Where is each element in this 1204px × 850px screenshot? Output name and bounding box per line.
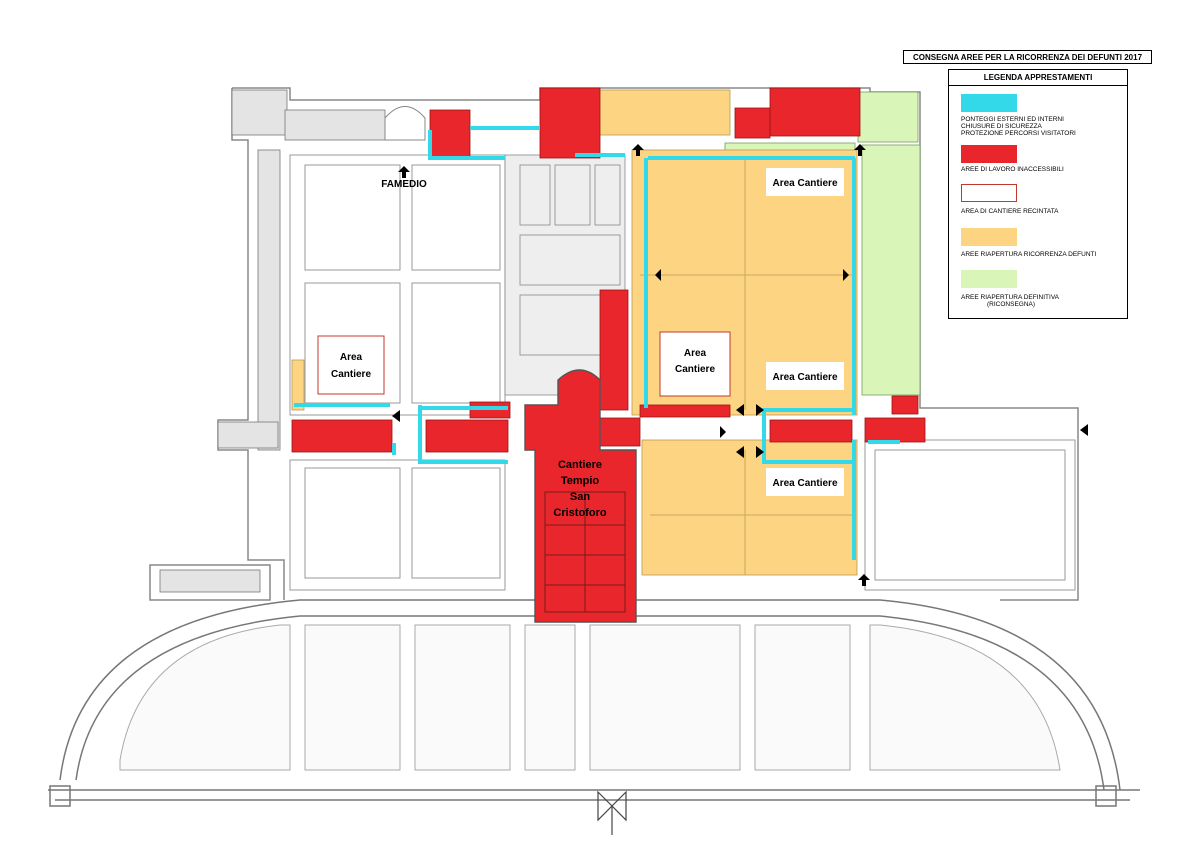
cantiere-white-boxes bbox=[766, 168, 844, 496]
work-area-boxes bbox=[317, 331, 731, 397]
yellow-area-grid bbox=[640, 158, 852, 575]
legend-swatch-inaccessible bbox=[961, 145, 1017, 163]
access-arrows bbox=[392, 144, 1088, 586]
entrance-gate bbox=[597, 790, 627, 835]
legend-text-reopen-defunti: AREE RIAPERTURA RICORRENZA DEFUNTI bbox=[961, 251, 1096, 258]
east-cloister bbox=[864, 439, 1076, 591]
legend-swatch-reopen-definitive bbox=[961, 270, 1017, 288]
label-area-cantiere-center-2: Cantiere bbox=[675, 364, 715, 375]
tempio-san-cristoforo bbox=[524, 369, 637, 623]
legend-swatch-fenced bbox=[961, 184, 1017, 202]
legend-line: AREE RIAPERTURA RICORRENZA DEFUNTI bbox=[961, 251, 1097, 258]
legend-line: PONTEGGI ESTERNI ED INTERNI bbox=[961, 116, 1064, 123]
label-tempio-3: San bbox=[570, 491, 590, 503]
legend: LEGENDA APPRESTAMENTI PONTEGGI ESTERNI E… bbox=[948, 69, 1128, 319]
label-tempio-4: Cristoforo bbox=[553, 507, 606, 519]
legend-line: CHIUSURE DI SICUREZZA bbox=[961, 123, 1042, 130]
legend-line: PROTEZIONE PERCORSI VISITATORI bbox=[961, 130, 1076, 137]
label-area-cantiere-center-1: Area bbox=[684, 348, 707, 359]
legend-line: AREA DI CANTIERE RECINTATA bbox=[961, 208, 1059, 215]
label-tempio-2: Tempio bbox=[561, 475, 600, 487]
label-area-cantiere-e: Area Cantiere bbox=[772, 372, 837, 383]
legend-text-fenced: AREA DI CANTIERE RECINTATA bbox=[961, 208, 1059, 215]
legend-swatch-reopen-defunti bbox=[961, 228, 1017, 246]
legend-text-scaffolding: PONTEGGI ESTERNI ED INTERNI CHIUSURE DI … bbox=[961, 116, 1076, 137]
label-area-cantiere-se: Area Cantiere bbox=[772, 478, 837, 489]
label-area-cantiere-west-2: Cantiere bbox=[331, 369, 371, 380]
label-area-cantiere-west-1: Area bbox=[340, 352, 363, 363]
legend-line: AREE RIAPERTURA DEFINITIVA bbox=[961, 294, 1060, 301]
cyan-scaffolding bbox=[294, 126, 900, 560]
label-tempio-1: Cantiere bbox=[558, 459, 602, 471]
label-famedio: FAMEDIO bbox=[381, 179, 427, 190]
legend-line: AREE DI LAVORO INACCESSIBILI bbox=[961, 166, 1064, 173]
west-wing-rooms bbox=[159, 89, 386, 593]
legend-text-inaccessible: AREE DI LAVORO INACCESSIBILI bbox=[961, 166, 1064, 173]
legend-swatch-scaffolding bbox=[961, 94, 1017, 112]
famedio bbox=[384, 106, 426, 141]
legend-title: LEGENDA APPRESTAMENTI bbox=[949, 70, 1127, 86]
label-area-cantiere-ne: Area Cantiere bbox=[772, 178, 837, 189]
legend-line: (RICONSEGNA) bbox=[987, 301, 1036, 308]
legend-text-reopen-definitive: AREE RIAPERTURA DEFINITIVA (RICONSEGNA) bbox=[961, 294, 1059, 308]
plan-title: CONSEGNA AREE PER LA RICORRENZA DEI DEFU… bbox=[903, 50, 1152, 64]
tempio-inner-grid bbox=[544, 491, 626, 613]
red-areas bbox=[291, 87, 926, 453]
front-garden-beds bbox=[119, 624, 1061, 771]
